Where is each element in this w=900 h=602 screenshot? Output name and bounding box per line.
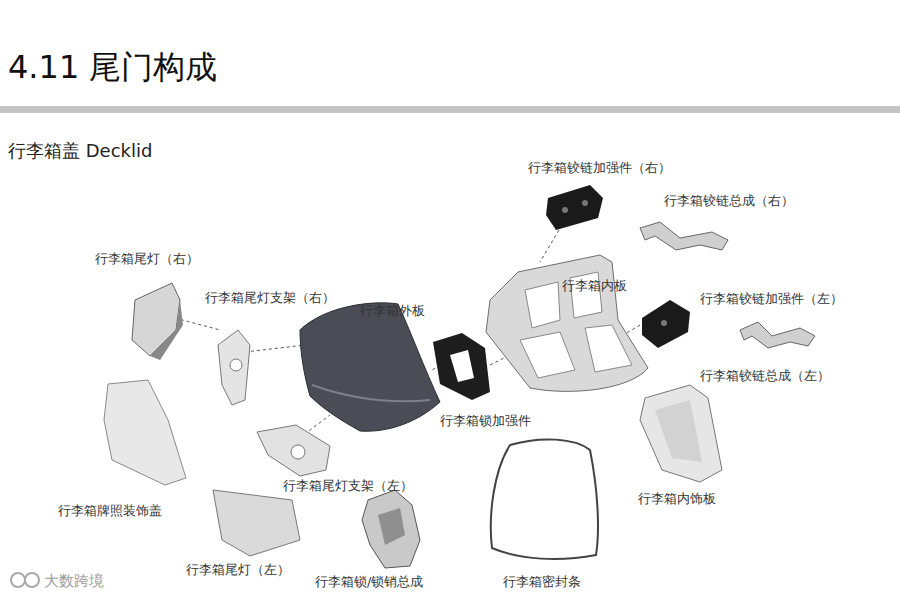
- outer-panel-crease: [312, 385, 430, 401]
- part-name: 行李箱锁加强件: [440, 413, 531, 429]
- part-name: 行李箱铰链总成（右）: [664, 193, 794, 209]
- part-name: 行李箱尾灯（左）: [186, 562, 290, 578]
- title-rule: [0, 106, 900, 113]
- watermark-logo: [25, 573, 39, 587]
- section-heading: 行李箱盖 Decklid: [8, 140, 152, 162]
- inner-panel: [486, 255, 648, 391]
- part-name: 行李箱铰链总成（左）: [700, 368, 830, 384]
- part-name: 行李箱铰链加强件（左）: [700, 291, 843, 307]
- license-plate-cover: [104, 380, 186, 485]
- guide-line: [540, 225, 562, 262]
- inner-panel-hole: [525, 282, 560, 328]
- hinge-assembly-left: [740, 322, 815, 348]
- part-name: 行李箱牌照装饰盖: [58, 503, 162, 519]
- part-name: 行李箱锁/锁销总成: [315, 574, 423, 590]
- taillight-left: [213, 490, 300, 556]
- taillight-right-side: [150, 300, 183, 360]
- watermark-logo: [11, 573, 25, 587]
- taillight-bracket-left: [257, 425, 330, 476]
- part-name: 行李箱密封条: [503, 574, 581, 590]
- lock-assembly-detail: [378, 508, 405, 545]
- watermark: 大数跨境: [44, 572, 104, 590]
- taillight-bracket-right: [218, 330, 250, 405]
- bolt-hole: [582, 200, 588, 206]
- lock-assembly: [362, 490, 420, 568]
- guide-line: [245, 345, 305, 352]
- hinge-assembly-right: [640, 222, 728, 250]
- lock-reinforcement-hole: [450, 350, 474, 382]
- taillight-right: [132, 283, 180, 356]
- inner-panel-hole: [520, 332, 575, 378]
- part-name: 行李箱内饰板: [638, 491, 716, 507]
- trim-panel-detail: [655, 400, 702, 462]
- seal-strip: [491, 439, 598, 559]
- part-name: 行李箱尾灯支架（左）: [283, 478, 413, 494]
- page-title: 4.11 尾门构成: [8, 48, 217, 86]
- lock-reinforcement: [433, 333, 490, 400]
- hinge-reinforcement-left: [642, 300, 690, 348]
- part-name: 行李箱外板: [360, 303, 425, 319]
- trim-panel: [640, 385, 722, 482]
- hinge-reinforcement-right: [546, 185, 603, 230]
- bracket-hole: [291, 445, 305, 459]
- part-name: 行李箱内板: [562, 278, 627, 294]
- inner-panel-hole: [585, 325, 632, 372]
- bolt-hole: [661, 320, 667, 326]
- part-name: 行李箱铰链加强件（右）: [528, 160, 671, 176]
- part-name: 行李箱尾灯支架（右）: [205, 290, 335, 306]
- outer-panel: [300, 303, 440, 431]
- part-name: 行李箱尾灯（右）: [95, 251, 199, 267]
- bracket-hole: [230, 359, 242, 371]
- bolt-hole: [562, 207, 568, 213]
